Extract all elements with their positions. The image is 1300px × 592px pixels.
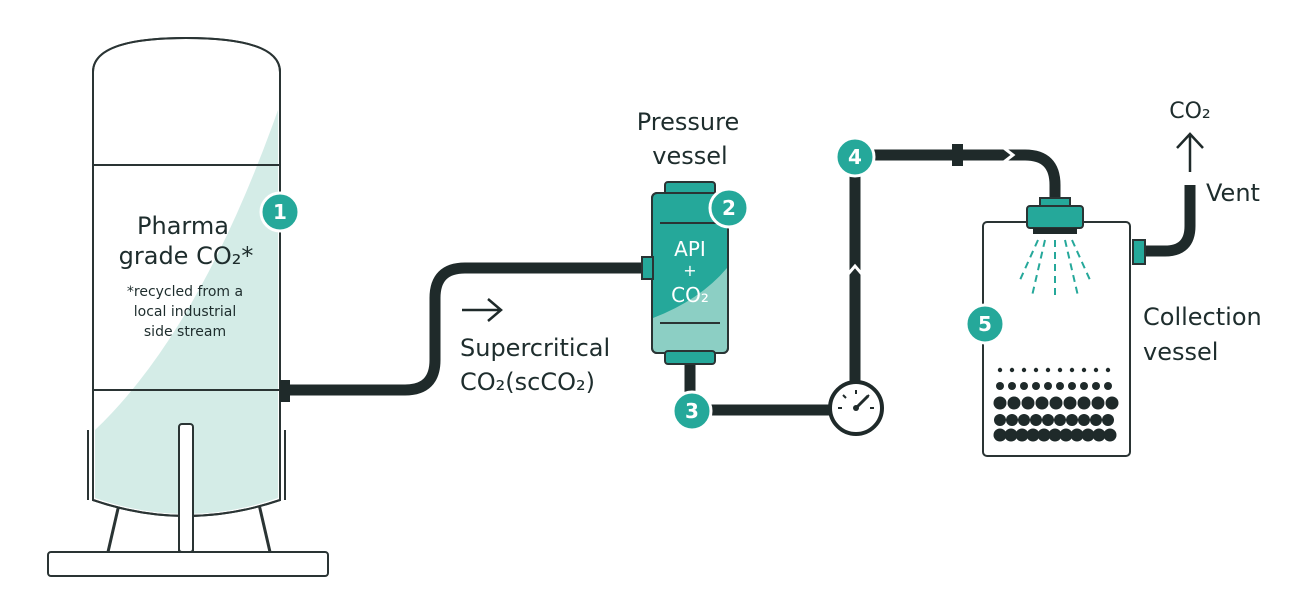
collection-vessel-label-line2: vessel [1143, 338, 1218, 366]
step-badge-1: 1 [259, 191, 301, 233]
particle [1021, 367, 1027, 373]
vent-gas-label: CO₂ [1169, 99, 1211, 124]
particle [1015, 428, 1029, 442]
particle [1008, 382, 1016, 390]
tank-note-line2: local industrial [134, 304, 237, 320]
particle [1037, 428, 1051, 442]
step-badge-3-number: 3 [685, 399, 699, 423]
collection-vessel-label-line1: Collection [1143, 303, 1262, 331]
particle [1056, 382, 1064, 390]
particle [1102, 414, 1114, 426]
flow-arrow-icon [462, 298, 503, 322]
particle [1045, 367, 1051, 373]
particle [994, 414, 1006, 426]
step-badge-2: 2 [708, 187, 750, 229]
particle [1033, 367, 1039, 373]
particle [996, 382, 1004, 390]
particle [993, 428, 1007, 442]
particle [1078, 414, 1090, 426]
particle [1093, 367, 1099, 373]
tank-note-line3: side stream [144, 324, 226, 340]
particle [1091, 396, 1105, 410]
vent-arrow-up-icon [1176, 132, 1204, 172]
pressure-vessel-label-line1: Pressure [637, 108, 739, 136]
pipe-top-to-nozzle [963, 149, 1061, 200]
vent-label: Vent [1206, 179, 1260, 207]
vessel-content-line1: API [674, 237, 706, 261]
step-badge-4-number: 4 [848, 145, 862, 169]
particle [993, 396, 1007, 410]
step-badge-1-number: 1 [273, 200, 287, 224]
particle [1035, 396, 1049, 410]
step-badge-4: 4 [834, 136, 876, 178]
powder-particles [993, 367, 1119, 442]
particle [1004, 428, 1018, 442]
step-badge-5-number: 5 [978, 312, 992, 336]
vessel-content-line2: + [683, 261, 696, 280]
particle [1044, 382, 1052, 390]
tank-base [47, 551, 329, 577]
particle [1068, 382, 1076, 390]
particle [1049, 396, 1063, 410]
particle [1032, 382, 1040, 390]
particle [1081, 367, 1087, 373]
pipe-tank-to-vessel [288, 262, 648, 396]
particle [1092, 428, 1106, 442]
co2-tank [47, 36, 329, 577]
arrow-up-icon [841, 263, 869, 281]
arrow-right-icon [999, 143, 1016, 167]
particle [997, 367, 1003, 373]
particle [1063, 396, 1077, 410]
particle [1069, 367, 1075, 373]
particle [1057, 367, 1063, 373]
particle [1018, 414, 1030, 426]
particle [1042, 414, 1054, 426]
tank-title-line1: Pharma [137, 212, 229, 240]
particle [1059, 428, 1073, 442]
pressure-gauge-icon [828, 380, 884, 436]
particle [1077, 396, 1091, 410]
pipe-vessel-to-gauge [684, 362, 832, 416]
particle [1026, 428, 1040, 442]
tank-title-line2: grade CO₂* [119, 242, 254, 270]
spray-nozzle-icon [1019, 197, 1091, 300]
particle [1105, 367, 1111, 373]
step-badge-3: 3 [671, 390, 713, 432]
particle [1070, 428, 1084, 442]
particle [1020, 382, 1028, 390]
pressure-vessel-label-line2: vessel [652, 142, 727, 170]
particle [1105, 396, 1119, 410]
flow-label-line1: Supercritical [460, 334, 610, 362]
particle [1092, 382, 1100, 390]
particle [1021, 396, 1035, 410]
particle [1103, 428, 1117, 442]
flow-label-line2: CO₂(scCO₂) [460, 368, 595, 396]
particle [1080, 382, 1088, 390]
particle [1104, 382, 1112, 390]
particle [1048, 428, 1062, 442]
step-badge-5: 5 [964, 303, 1006, 345]
tank-outlet [280, 380, 290, 402]
vessel-content-line3: CO₂ [671, 283, 709, 307]
tank-note-line1: *recycled from a [127, 284, 243, 300]
particle [1030, 414, 1042, 426]
particle [1090, 414, 1102, 426]
particle [1009, 367, 1015, 373]
pipe-gauge-to-top [849, 149, 952, 385]
pressure-vessel [641, 181, 729, 365]
particle [1054, 414, 1066, 426]
particle [1007, 396, 1021, 410]
particle [1081, 428, 1095, 442]
pipe-vent [1145, 185, 1196, 257]
pipe-joint [952, 144, 963, 166]
particle [1066, 414, 1078, 426]
step-badge-2-number: 2 [722, 196, 736, 220]
particle [1006, 414, 1018, 426]
